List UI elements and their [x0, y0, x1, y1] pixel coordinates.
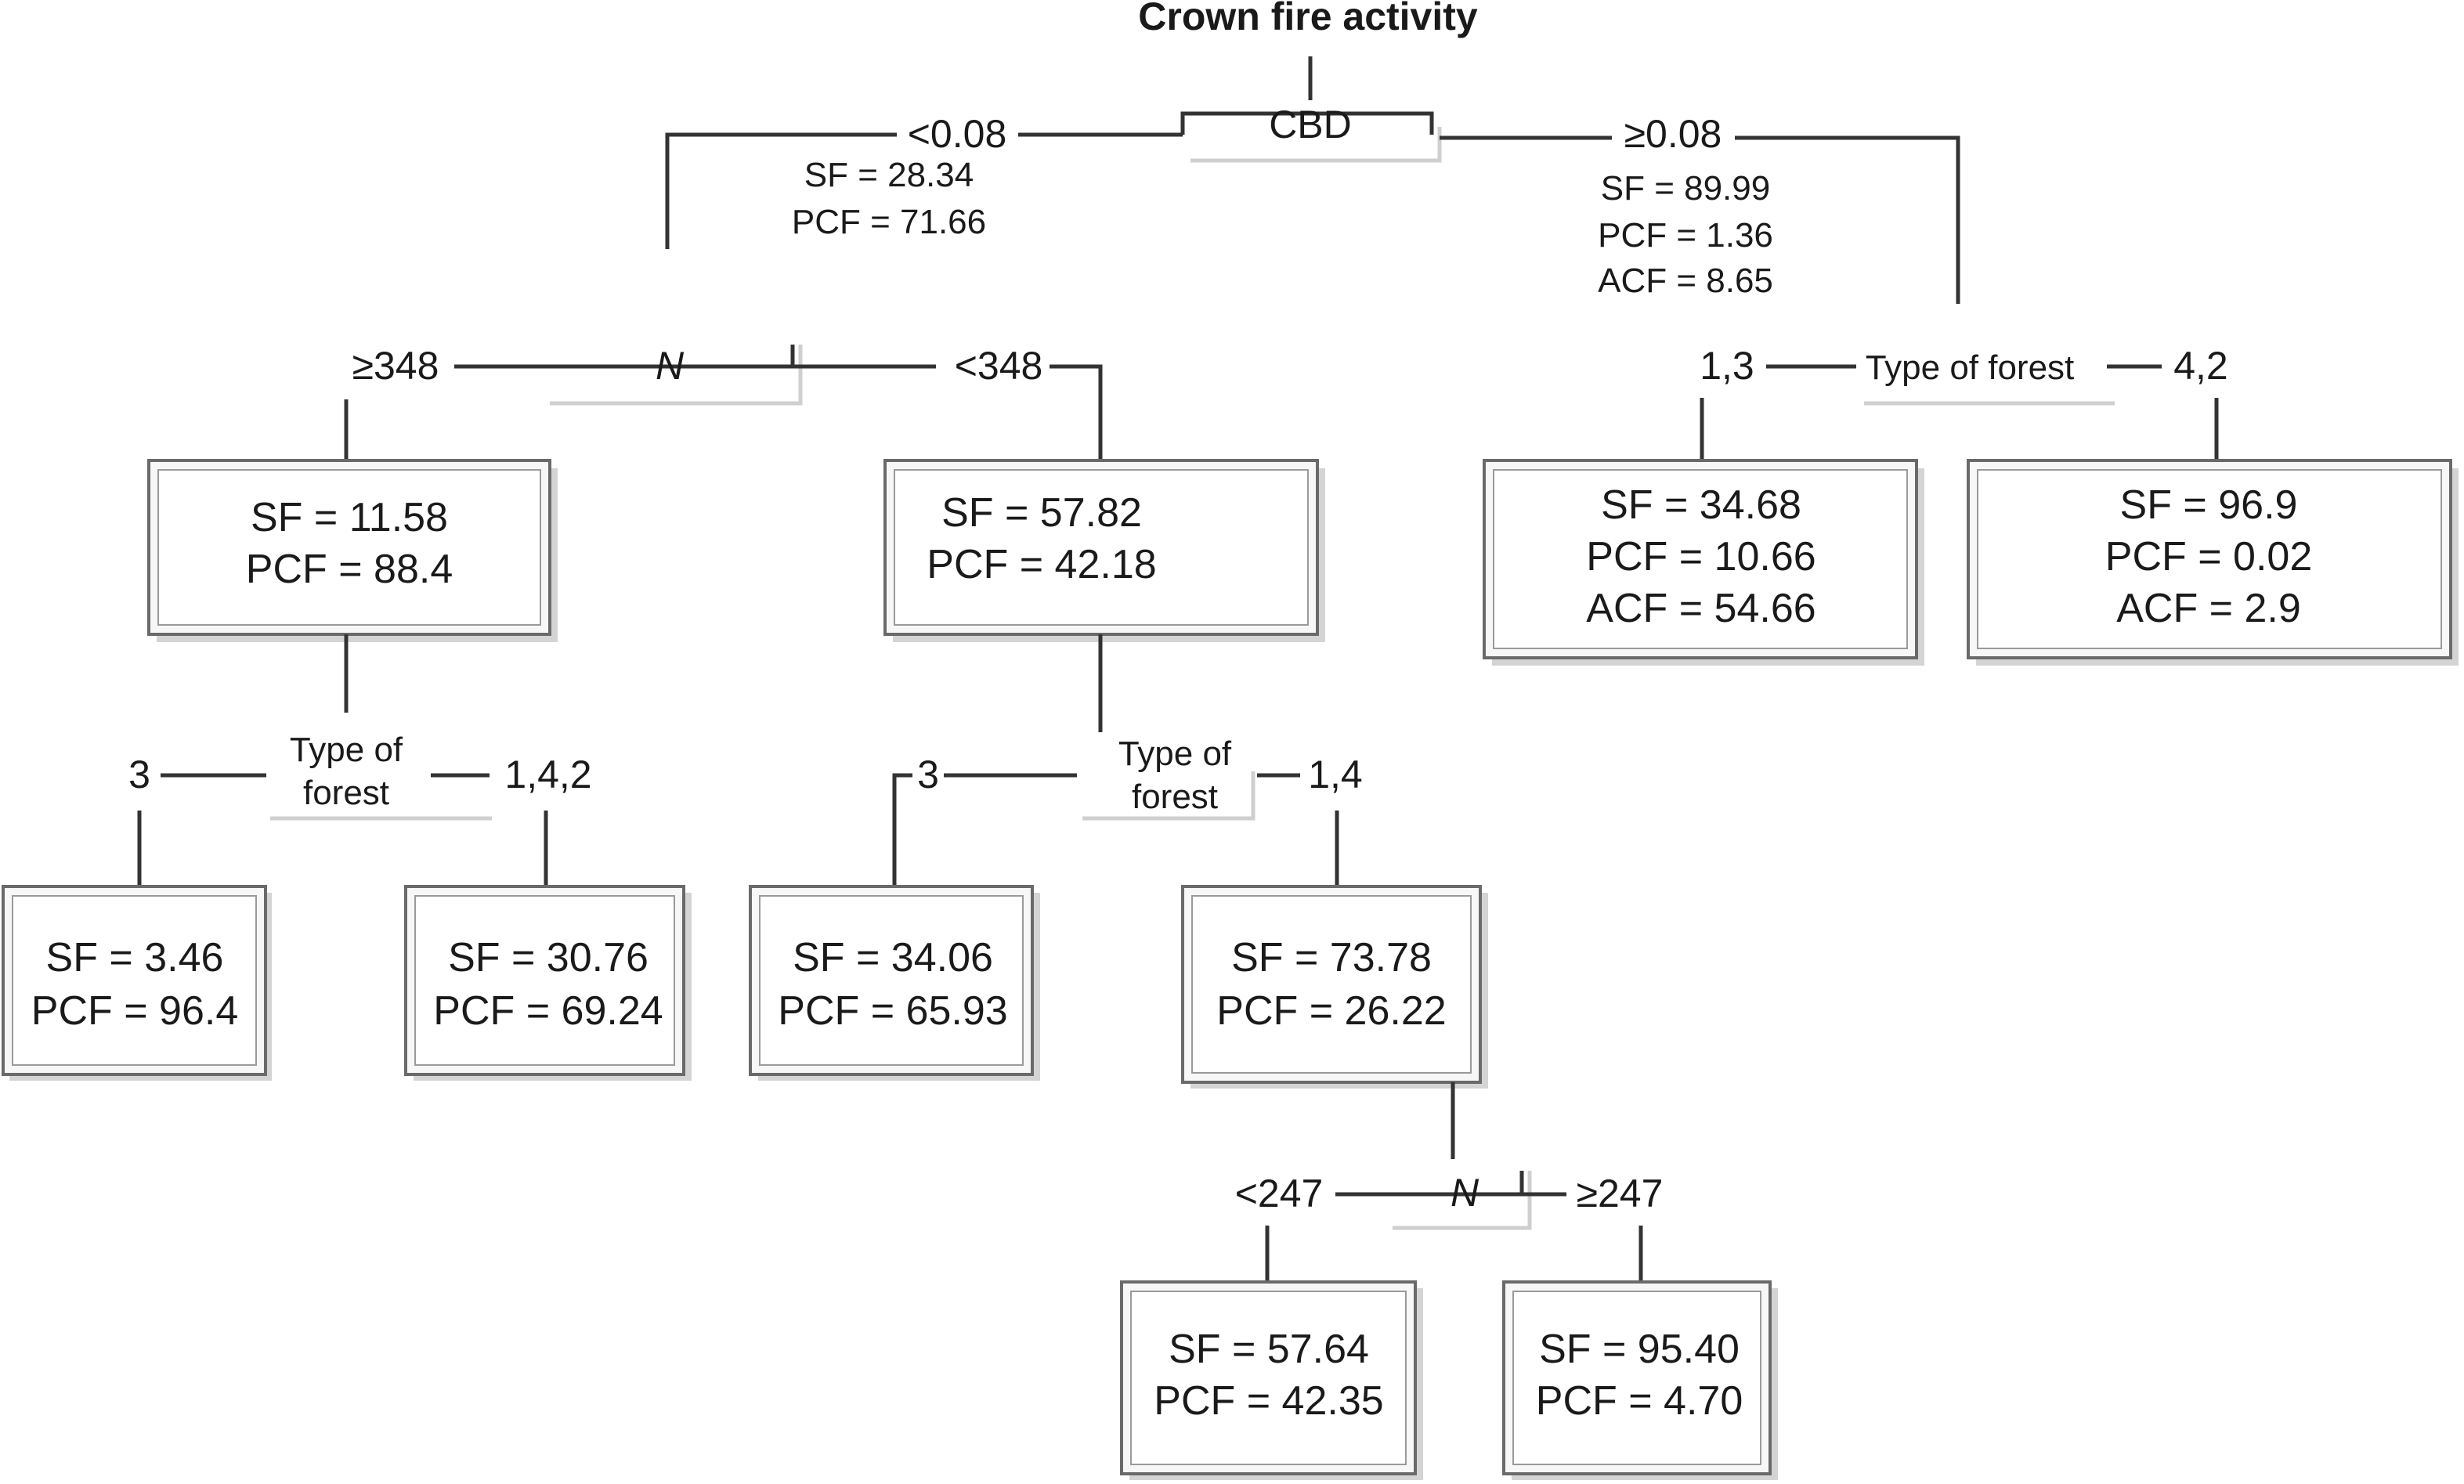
n-node: N — [544, 344, 803, 406]
leaf-value: PCF = 42.35 — [1154, 1378, 1383, 1424]
n-left-split-label: ≥348 — [352, 344, 439, 388]
root-right-split-label: ≥0.08 — [1624, 112, 1722, 156]
n-right-edge-down — [1050, 364, 1103, 460]
leaf-value: SF = 73.78 — [1231, 935, 1432, 980]
leaf-box-1: SF = 11.58 PCF = 88.4 — [147, 459, 558, 642]
leaf-value: PCF = 96.4 — [31, 988, 238, 1034]
forest-right-right-split-label: 4,2 — [2173, 344, 2228, 388]
forest-b-node: Type of forest — [1082, 735, 1255, 821]
leaf-box-10: SF = 95.40 PCF = 4.70 — [1502, 1280, 1778, 1480]
leaf-value: ACF = 2.9 — [2116, 586, 2301, 631]
leaf-box-2: SF = 57.82 PCF = 42.18 — [883, 459, 1325, 642]
leaf-value: SF = 57.64 — [1169, 1327, 1369, 1372]
forest-right-variable-label: Type of forest — [1866, 348, 2075, 387]
root-right-stat: ACF = 8.65 — [1598, 262, 1773, 300]
root-right-edge-outer — [1735, 135, 1960, 304]
forest-a-left-split-label: 3 — [128, 753, 150, 796]
root-left-stat: SF = 28.34 — [804, 156, 974, 194]
leaf-value: SF = 95.40 — [1539, 1327, 1740, 1372]
diagram-title: Crown fire activity — [1138, 0, 1478, 38]
forest-b-variable-label: Type of — [1118, 735, 1232, 773]
forest-right-node: Type of forest — [1864, 348, 2115, 406]
n2-right-split-label: ≥247 — [1577, 1172, 1664, 1215]
leaf-value: SF = 96.9 — [2120, 482, 2298, 528]
leaf-value: PCF = 42.18 — [927, 542, 1156, 587]
root-left-edge-outer — [665, 132, 897, 249]
root-left-stat: PCF = 71.66 — [792, 203, 986, 241]
forest-b-variable-label: forest — [1132, 778, 1218, 816]
leaf-value: PCF = 88.4 — [246, 547, 453, 592]
leaf-value: PCF = 65.93 — [778, 988, 1007, 1034]
root-left-split-label: <0.08 — [908, 112, 1007, 156]
n-node2: N — [1390, 1171, 1532, 1230]
n-variable-label: N — [656, 344, 685, 388]
forest-b-left-down — [892, 773, 912, 889]
leaf-value: SF = 11.58 — [251, 495, 448, 540]
leaf-value: PCF = 4.70 — [1536, 1378, 1743, 1424]
leaf-value: SF = 34.06 — [793, 935, 993, 980]
forest-a-right-split-label: 1,4,2 — [504, 753, 591, 796]
leaf-value: PCF = 0.02 — [2105, 534, 2312, 580]
forest-right-left-split-label: 1,3 — [1700, 344, 1754, 388]
forest-b-left-split-label: 3 — [917, 753, 939, 796]
leaf-box-4: SF = 96.9 PCF = 0.02 ACF = 2.9 — [1967, 459, 2459, 666]
leaf-value: SF = 34.68 — [1601, 482, 1801, 528]
n-right-split-label: <348 — [955, 344, 1043, 388]
leaf-value: PCF = 26.22 — [1216, 988, 1446, 1034]
forest-a-node: Type of forest — [270, 731, 492, 821]
leaf-value: ACF = 54.66 — [1586, 586, 1815, 631]
forest-a-variable-label: forest — [303, 774, 389, 812]
forest-b-right-split-label: 1,4 — [1308, 753, 1363, 796]
leaf-box-3: SF = 34.68 PCF = 10.66 ACF = 54.66 — [1483, 459, 1924, 666]
leaf-box-7: SF = 34.06 PCF = 65.93 — [749, 885, 1040, 1081]
n2-left-split-label: <247 — [1235, 1172, 1324, 1215]
leaf-box-9: SF = 57.64 PCF = 42.35 — [1120, 1280, 1423, 1480]
leaf-value: SF = 57.82 — [941, 490, 1142, 536]
leaf-value: SF = 30.76 — [448, 935, 649, 980]
root-right-stat: PCF = 1.36 — [1598, 216, 1773, 255]
leaf-box-6: SF = 30.76 PCF = 69.24 — [404, 885, 692, 1081]
leaf-value: PCF = 10.66 — [1586, 534, 1815, 580]
root-right-stat: SF = 89.99 — [1601, 169, 1770, 208]
root-variable-label: CBD — [1269, 103, 1352, 146]
forest-a-variable-label: Type of — [290, 731, 403, 769]
root-node: CBD — [1180, 103, 1442, 163]
leaf-box-8: SF = 73.78 PCF = 26.22 — [1181, 885, 1488, 1089]
leaf-box-5: SF = 3.46 PCF = 96.4 — [2, 885, 272, 1081]
n2-variable-label: N — [1451, 1171, 1479, 1215]
leaf-value: PCF = 69.24 — [433, 988, 663, 1034]
leaf-value: SF = 3.46 — [46, 935, 224, 980]
